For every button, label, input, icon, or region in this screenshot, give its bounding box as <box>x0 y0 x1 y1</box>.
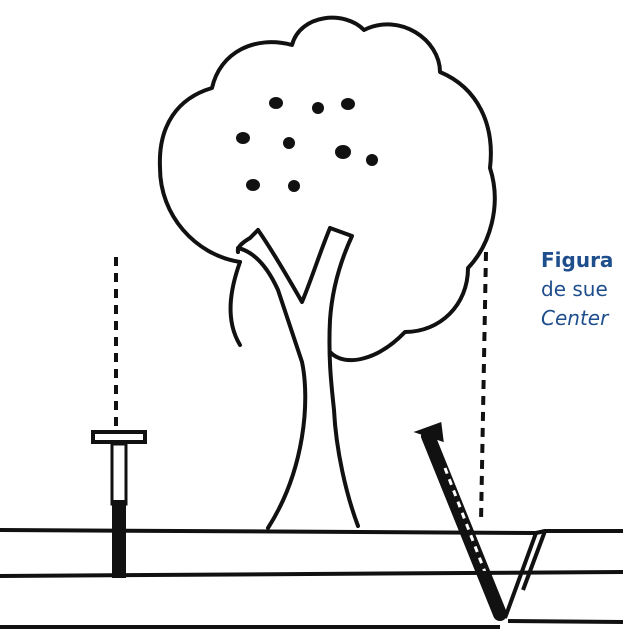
soil-probe-shaft <box>110 442 128 506</box>
tree-trunk-fork <box>256 226 332 304</box>
caption-line-3: Center <box>541 306 609 330</box>
tree-trunk-branch-left-inner <box>235 228 260 254</box>
dripline-right <box>479 251 488 523</box>
soil-probe-tip <box>112 500 126 578</box>
soil-probe-handle <box>91 430 147 444</box>
shovel-shaft <box>421 429 507 621</box>
trench-cut <box>503 529 623 619</box>
figure-caption: Figura de sue Center <box>541 246 623 333</box>
soil-layer-3-right <box>507 619 623 624</box>
soil-surface-line <box>0 528 537 535</box>
caption-line-2: de sue <box>541 277 608 301</box>
tree-trunk-outline <box>236 246 308 530</box>
shovel-shaft-highlight <box>443 467 490 581</box>
tree-canopy-left-lower <box>228 260 242 347</box>
soil-layer-2 <box>0 570 623 578</box>
caption-line-1: Figura <box>541 248 614 272</box>
canopy-dots <box>236 97 378 192</box>
tree-trunk-right-outline <box>327 226 360 528</box>
tree-canopy-outline <box>157 15 497 363</box>
